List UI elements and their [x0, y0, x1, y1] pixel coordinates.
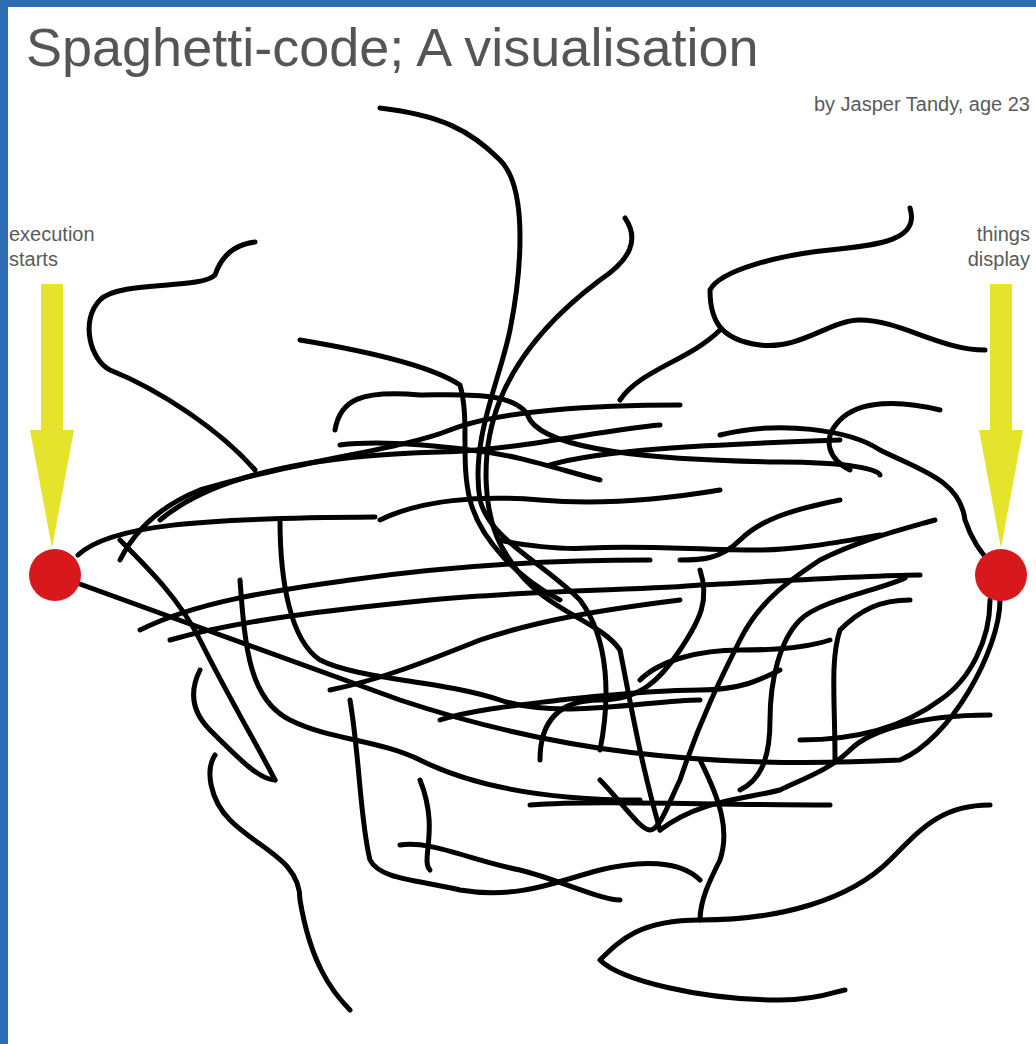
title-text: Spaghetti-code; A visualisation — [26, 16, 758, 78]
frame-band — [0, 0, 1036, 7]
start-dot — [29, 549, 81, 601]
end-dot — [975, 549, 1027, 601]
end-label-box: things display — [948, 222, 1030, 272]
start-label: execution starts — [9, 223, 95, 270]
start-label-box: execution starts — [9, 222, 117, 272]
byline-box: by Jasper Tandy, age 23 — [730, 92, 1030, 117]
end-label: things display — [968, 223, 1030, 270]
title: Spaghetti-code; A visualisation — [26, 17, 758, 77]
byline: by Jasper Tandy, age 23 — [814, 93, 1030, 115]
frame-band — [0, 0, 8, 1044]
spaghetti-strands — [55, 108, 1000, 1010]
start-arrow — [30, 284, 74, 548]
display-arrow — [979, 284, 1023, 548]
